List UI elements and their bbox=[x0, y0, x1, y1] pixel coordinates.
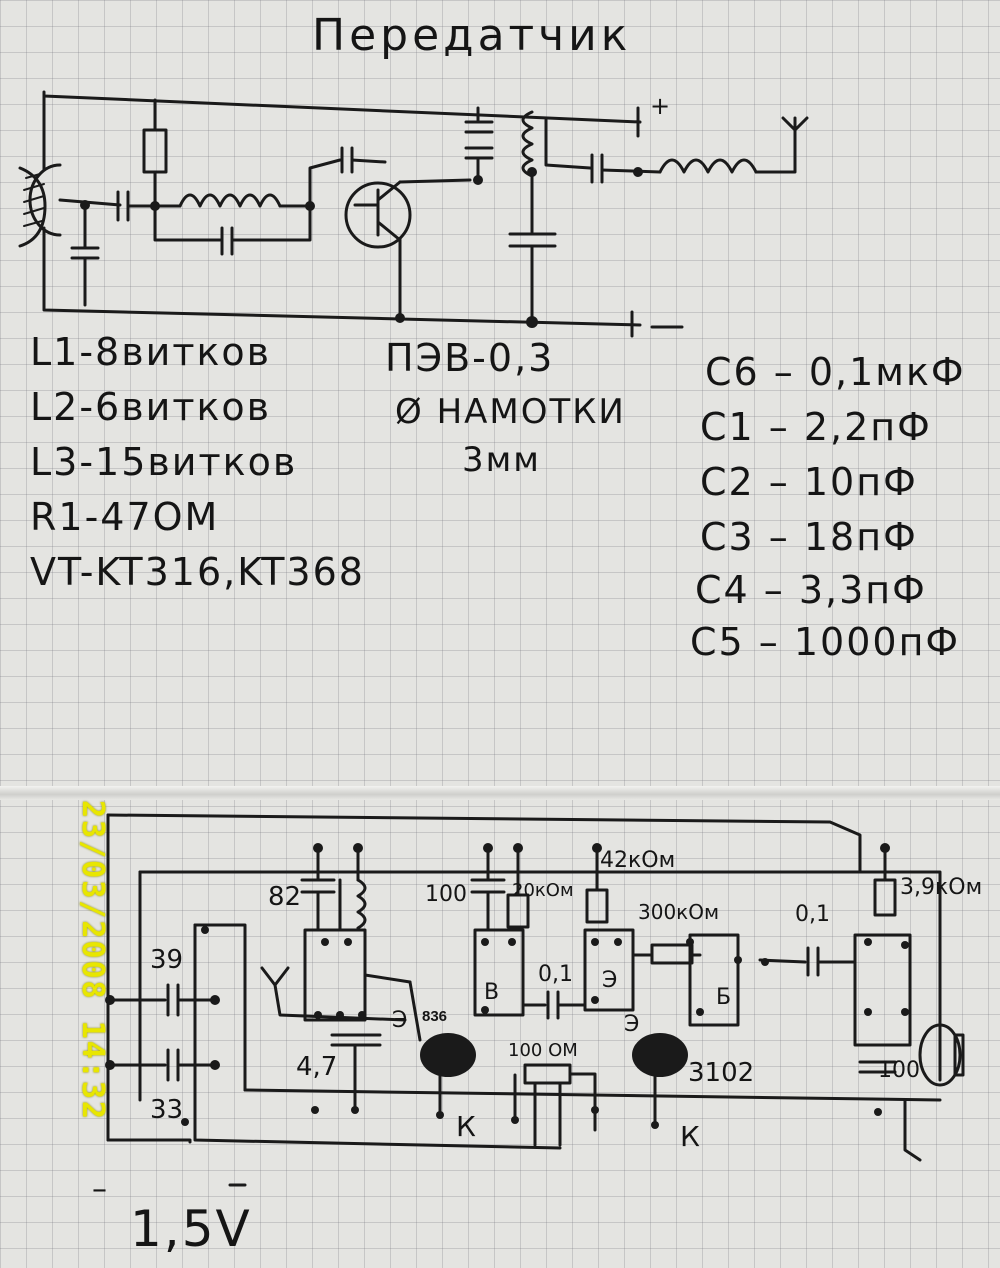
page-title: Передатчик bbox=[312, 10, 632, 61]
spec-c1: С1 – 2,2пФ bbox=[700, 405, 932, 449]
spec-l1: L1-8витков bbox=[30, 330, 272, 374]
spec-c4: С4 – 3,3пФ bbox=[695, 568, 927, 612]
paper-fold bbox=[0, 786, 1000, 800]
top-junctions bbox=[80, 167, 643, 328]
winding-diameter: Ø НАМОТКИ bbox=[395, 392, 626, 432]
label-r42k: 42кОм bbox=[600, 848, 676, 873]
label-collector-2: К bbox=[680, 1120, 700, 1153]
polarity-plus: + bbox=[650, 92, 671, 120]
pin-e3: Э bbox=[624, 1012, 640, 1037]
label-c47: 4,7 bbox=[296, 1052, 338, 1082]
spec-c6: С6 – 0,1мкФ bbox=[705, 350, 966, 394]
pin-b1: В bbox=[484, 980, 500, 1005]
spec-c2: С2 – 10пФ bbox=[700, 460, 918, 504]
camera-timestamp: 23/03/2008 14:32 bbox=[75, 800, 110, 1121]
label-c100-left: 100 bbox=[425, 882, 467, 907]
label-r20k: 20кОм bbox=[512, 880, 574, 901]
label-collector-1: К bbox=[456, 1110, 476, 1143]
supply-minus: – bbox=[92, 1172, 107, 1207]
pin-e2: Э bbox=[602, 968, 618, 993]
label-c33: 33 bbox=[150, 1095, 184, 1125]
label-c39: 39 bbox=[150, 945, 184, 975]
spec-l2: L2-6витков bbox=[30, 385, 272, 429]
label-r100: 100 ОМ bbox=[508, 1040, 578, 1061]
label-r39k: 3,9кОм bbox=[900, 875, 983, 900]
label-c01-right: 0,1 bbox=[795, 902, 830, 927]
bottom-junctions bbox=[105, 843, 909, 1129]
spec-vt: VT-KT316,KT368 bbox=[30, 550, 365, 594]
label-c82: 82 bbox=[268, 882, 302, 912]
spec-c5: С5 – 1000пФ bbox=[690, 620, 961, 664]
spec-r1: R1-47ОМ bbox=[30, 495, 220, 539]
supply-voltage: 1,5V bbox=[130, 1200, 252, 1258]
bottom-circuit-wires bbox=[106, 813, 965, 1187]
label-r300k: 300кОм bbox=[638, 900, 720, 924]
winding-size: 3мм bbox=[462, 440, 541, 480]
pin-b2: Б bbox=[716, 985, 732, 1010]
wire-type: ПЭВ-0,3 bbox=[385, 336, 555, 380]
pin-e1: Э bbox=[392, 1008, 408, 1033]
spec-l3: L3-15витков bbox=[30, 440, 298, 484]
label-transistor-3102: 3102 bbox=[688, 1058, 755, 1088]
label-c01-mid: 0,1 bbox=[538, 962, 573, 987]
label-c100-right: 100 bbox=[878, 1058, 920, 1083]
spec-c3: С3 – 18пФ bbox=[700, 515, 918, 559]
label-transistor-836: 836 bbox=[422, 1008, 448, 1025]
